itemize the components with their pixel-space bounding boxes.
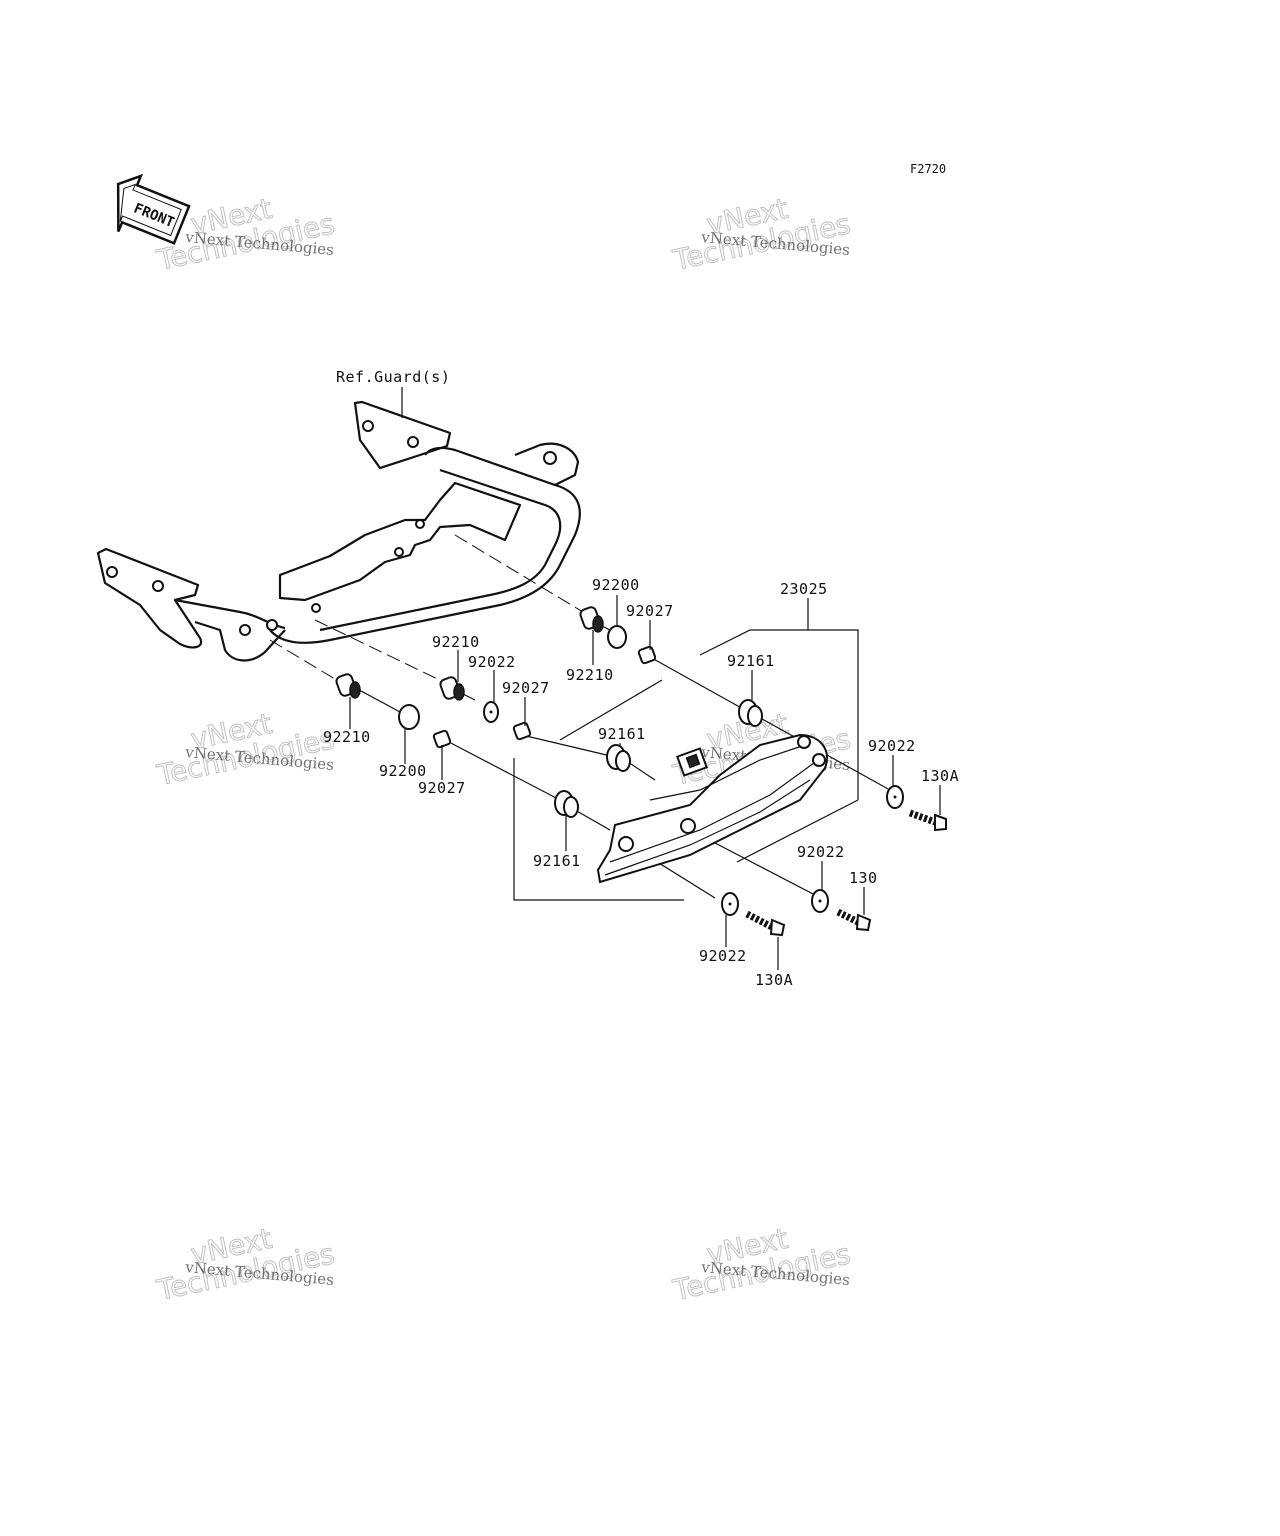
part-label-92210[interactable]: 92210 [432, 633, 480, 651]
part-label-92210[interactable]: 92210 [566, 666, 614, 684]
part-label-92022[interactable]: 92022 [699, 947, 747, 965]
spacer-92027-left[interactable] [432, 729, 452, 749]
part-label-92161[interactable]: 92161 [533, 852, 581, 870]
washer-92022-right[interactable] [886, 785, 904, 809]
damper-92200-top[interactable] [607, 625, 627, 649]
part-label-130A[interactable]: 130A [921, 767, 959, 785]
part-label-130[interactable]: 130 [849, 869, 878, 887]
collar-92210-mid[interactable] [439, 676, 465, 701]
figure-code: F2720 [910, 162, 946, 176]
collar-92210-right[interactable] [579, 606, 604, 633]
leader-lines [349, 387, 941, 970]
part-label-130A[interactable]: 130A [755, 971, 793, 989]
turn-signal-lamp[interactable] [596, 733, 828, 884]
bolt-130A-bottom[interactable] [745, 910, 786, 937]
grommet-92161-top[interactable] [738, 699, 763, 727]
ref-guard-label: Ref.Guard(s) [336, 368, 450, 386]
watermark: Technologies vNext vNext Technologies [153, 706, 338, 792]
collar-92210-left[interactable] [335, 673, 361, 699]
connector-icon [676, 747, 708, 777]
front-arrow-icon: FRONT [116, 173, 191, 245]
callout-bracket-23025 [513, 598, 859, 901]
washer-92022-bottom[interactable] [721, 892, 739, 916]
spacer-92027-mid[interactable] [512, 721, 532, 741]
washer-92022-mid[interactable] [483, 701, 499, 723]
part-label-92210[interactable]: 92210 [323, 728, 371, 746]
part-label-92161[interactable]: 92161 [598, 725, 646, 743]
part-label-23025[interactable]: 23025 [780, 580, 828, 598]
part-label-92022[interactable]: 92022 [868, 737, 916, 755]
part-label-92022[interactable]: 92022 [797, 843, 845, 861]
part-label-92200[interactable]: 92200 [379, 762, 427, 780]
guard-frame-drawing [96, 400, 581, 662]
bolt-130A-right[interactable] [908, 809, 947, 832]
grommet-92161-left[interactable] [554, 790, 579, 818]
part-label-92022[interactable]: 92022 [468, 653, 516, 671]
assembly-lines [269, 534, 589, 686]
grommet-92161-mid[interactable] [606, 744, 631, 772]
watermark: Technologies vNext vNext Technologies [669, 1221, 854, 1307]
washer-92022-low[interactable] [811, 889, 829, 913]
part-label-92200[interactable]: 92200 [592, 576, 640, 594]
spacer-92027-top[interactable] [637, 645, 657, 665]
bolt-130[interactable] [836, 908, 872, 932]
part-label-92027[interactable]: 92027 [626, 602, 674, 620]
part-label-92027[interactable]: 92027 [502, 679, 550, 697]
watermark: Technologies vNext vNext Technologies [153, 1221, 338, 1307]
part-label-92027[interactable]: 92027 [418, 779, 466, 797]
parts-group [335, 606, 947, 937]
watermark: Technologies vNext vNext Technologies [669, 191, 854, 277]
part-label-92161[interactable]: 92161 [727, 652, 775, 670]
damper-92200-left[interactable] [398, 704, 420, 730]
